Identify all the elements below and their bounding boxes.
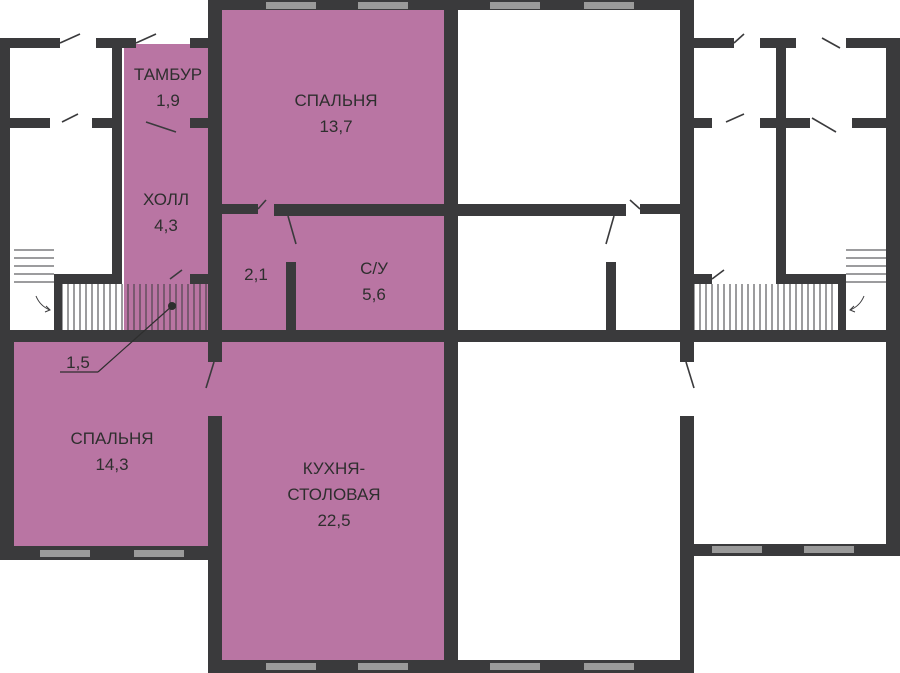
bedroom-top-area: 13,7 bbox=[319, 117, 352, 136]
room-hall-fill bbox=[124, 122, 212, 332]
highlighted-rooms bbox=[8, 8, 448, 664]
hall-name: ХОЛЛ bbox=[143, 190, 189, 209]
kitchen-name-line2: СТОЛОВАЯ bbox=[287, 485, 380, 504]
vestibule-name: ТАМБУР bbox=[134, 65, 202, 84]
room-vestibule-fill bbox=[124, 44, 212, 122]
room-bedroom-left-fill bbox=[8, 338, 212, 550]
stair-area-value: 1,5 bbox=[66, 353, 90, 372]
stairs-right bbox=[693, 249, 886, 330]
room-bedroom-top-fill bbox=[212, 8, 448, 208]
closet-area: 2,1 bbox=[244, 265, 268, 284]
room-bathroom-fill bbox=[288, 208, 448, 332]
bedroom-top-name: СПАЛЬНЯ bbox=[294, 91, 377, 110]
windows bbox=[40, 2, 854, 670]
kitchen-name-line1: КУХНЯ- bbox=[303, 459, 365, 478]
kitchen-area: 22,5 bbox=[317, 511, 350, 530]
hall-area: 4,3 bbox=[154, 216, 178, 235]
stairs-left bbox=[14, 249, 207, 330]
bedroom-left-name: СПАЛЬНЯ bbox=[70, 429, 153, 448]
room-kitchen-fill bbox=[212, 338, 448, 664]
bathroom-name: С/У bbox=[360, 259, 388, 278]
vestibule-area: 1,9 bbox=[156, 91, 180, 110]
stair-area-leader bbox=[60, 302, 176, 373]
bedroom-left-area: 14,3 bbox=[95, 455, 128, 474]
doors bbox=[59, 33, 841, 389]
bathroom-area: 5,6 bbox=[362, 285, 386, 304]
room-labels: ТАМБУР 1,9 СПАЛЬНЯ 13,7 ХОЛЛ 4,3 2,1 С/У… bbox=[66, 65, 388, 530]
room-closet-fill bbox=[212, 208, 298, 332]
